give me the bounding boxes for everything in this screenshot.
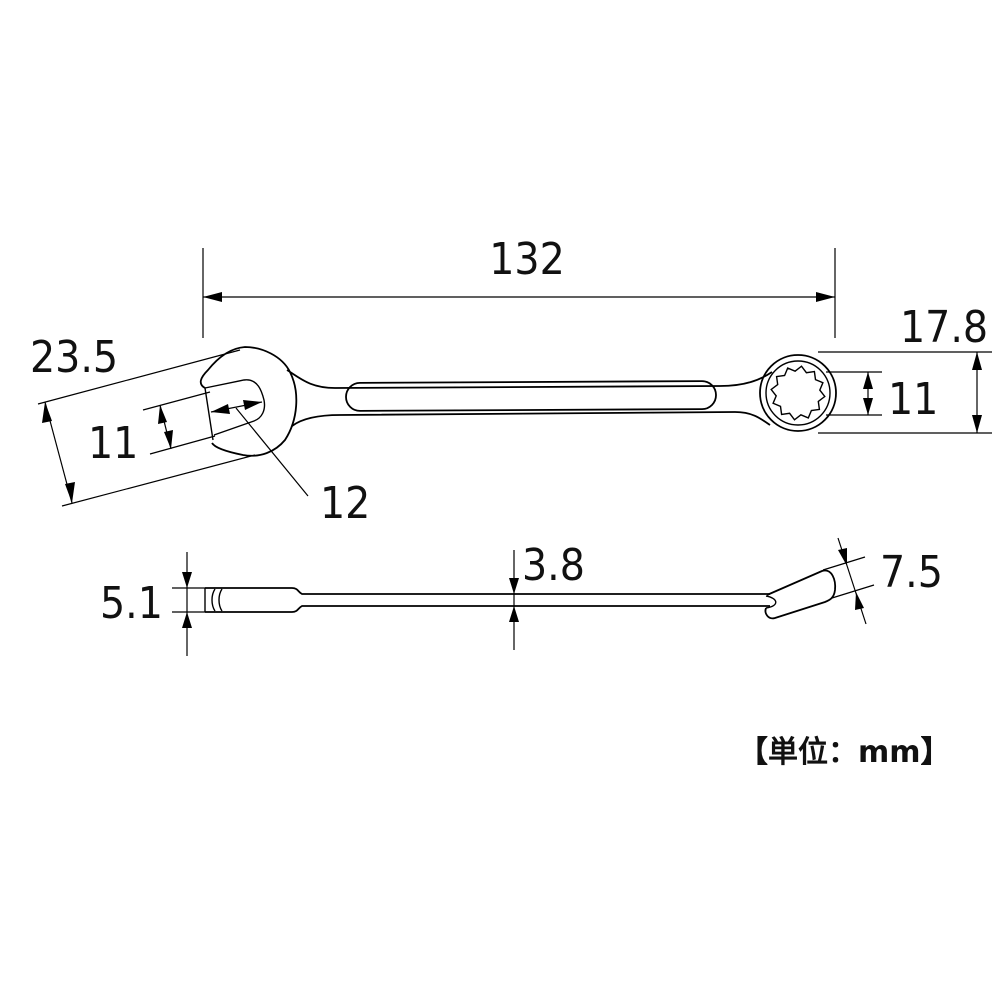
ring-head-width-label: 17.8: [900, 302, 988, 353]
dimension-ring-head-thickness: 7.5: [822, 537, 943, 625]
wrench-top-view: [199, 346, 837, 457]
dimension-shaft-thickness: 3.8: [509, 540, 585, 650]
shaft-thickness-label: 3.8: [522, 540, 585, 591]
dimension-open-head-thickness: 5.1: [100, 552, 205, 656]
handle-bottom-edge: [291, 411, 771, 427]
ring-end-inner: [765, 360, 831, 426]
handle-top-edge: [286, 369, 773, 389]
dimension-ring-size: 11: [826, 371, 938, 425]
dimension-head-width-open: 23.5: [30, 332, 256, 507]
dimension-ring-head-width: 17.8: [818, 302, 992, 434]
handle-slot: [345, 380, 717, 412]
open-end-jaw: [204, 379, 266, 441]
ring-end-outer: [759, 354, 837, 432]
dimension-open-jaw: 11: [88, 391, 216, 469]
dimension-overall-length: 132: [202, 234, 836, 338]
open-head-thickness-label: 5.1: [100, 578, 163, 629]
twelve-point-socket: [770, 365, 826, 421]
overall-length-label: 132: [489, 234, 565, 285]
dimension-jaw-depth: 12: [210, 400, 370, 529]
ring-head-thickness-label: 7.5: [880, 547, 943, 598]
head-width-open-label: 23.5: [30, 332, 118, 383]
open-jaw-size-label: 11: [88, 418, 138, 469]
wrench-side-view: [204, 569, 837, 620]
unit-label: 【単位：mm】: [738, 735, 951, 770]
jaw-depth-label: 12: [320, 478, 370, 529]
ring-size-label: 11: [888, 374, 938, 425]
